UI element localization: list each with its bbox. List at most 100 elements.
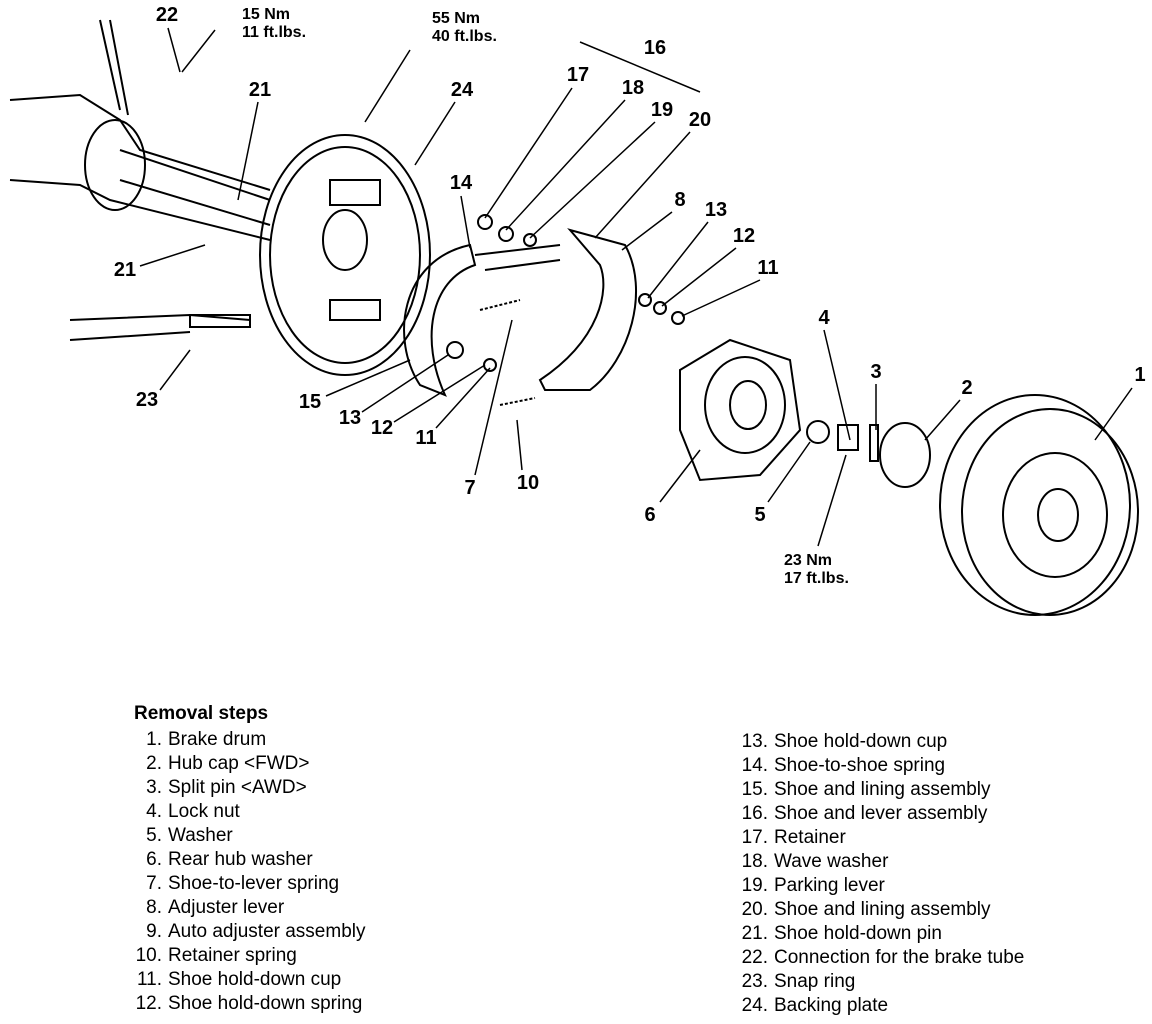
callout-3: 3 [870, 361, 882, 383]
step-number: 9. [146, 921, 162, 942]
removal-step: 4.Lock nut [122, 800, 366, 824]
callout-24: 24 [450, 79, 474, 101]
removal-step: 13.Shoe hold-down cup [728, 730, 1024, 754]
step-number: 10. [135, 945, 162, 966]
callout-22: 22 [155, 4, 179, 26]
step-label: Brake drum [168, 729, 267, 750]
torque-spec-lock-nut: 23 Nm 17 ft.lbs. [784, 552, 849, 588]
removal-step: 20. Shoe and lining assembly [728, 898, 1024, 922]
step-number: 6. [146, 849, 162, 870]
removal-step: 7. Shoe-to-lever spring [122, 872, 366, 896]
callout-10: 10 [516, 472, 540, 494]
callout-13: 13 [704, 199, 728, 221]
step-label: Retainer spring [168, 945, 297, 966]
callout-16: 16 [643, 37, 667, 59]
step-label: Rear hub washer [168, 849, 313, 870]
step-label: Retainer [774, 827, 846, 848]
step-label: Backing plate [774, 995, 889, 1016]
removal-step: 17.Retainer [728, 826, 1024, 850]
brake-shoes [403, 214, 685, 406]
step-number: 5. [146, 825, 162, 846]
torque-nm: 55 Nm [432, 10, 481, 27]
callout-11: 11 [757, 257, 779, 279]
step-label: Washer [168, 825, 233, 846]
removal-step: 5. Washer [122, 824, 366, 848]
removal-steps-left: Removal steps 1. Brake drum 2. Hub cap <FWD… [122, 702, 366, 1016]
removal-step: 10. Retainer spring [122, 944, 366, 968]
removal-step: 16. Shoe and lever assembly [728, 802, 1024, 826]
step-number: 20. [741, 899, 768, 920]
callout-19: 19 [650, 99, 674, 121]
step-number: 12. [135, 993, 162, 1014]
step-number: 3. [146, 777, 162, 798]
removal-step: 14.Shoe-to-shoe spring [728, 754, 1024, 778]
callout-21: 21 [113, 259, 137, 281]
callout-6: 6 [644, 504, 656, 526]
callout-12: 12 [370, 417, 394, 439]
callout-12: 12 [732, 225, 756, 247]
step-label: Connection for the brake tube [774, 947, 1025, 968]
step-number: 8. [146, 897, 162, 918]
removal-step: 22. Connection for the brake tube [728, 946, 1025, 970]
step-label: Shoe and lining assembly [774, 779, 991, 800]
step-label: Hub cap <FWD> [168, 753, 310, 774]
rear-hub [679, 338, 931, 488]
removal-step: 8. Adjuster lever [122, 896, 366, 920]
removal-step: 19. Parking lever [728, 874, 1024, 898]
step-number: 24. [741, 995, 768, 1016]
torque-ftlbs: 11 ft.lbs. [242, 24, 307, 41]
step-label: Shoe hold-down cup [168, 969, 342, 990]
step-number: 4. [146, 801, 162, 822]
removal-step: 3. Split pin <AWD> [122, 776, 366, 800]
step-number: 2. [146, 753, 162, 774]
step-number: 15. [741, 779, 768, 800]
callout-13: 13 [338, 407, 362, 429]
step-label: Adjuster lever [168, 897, 285, 918]
step-label: Shoe and lever assembly [774, 803, 988, 824]
step-number: 1. [146, 729, 162, 750]
step-label: Snap ring [774, 971, 856, 992]
torque-ftlbs: 17 ft.lbs. [784, 570, 849, 587]
step-number: 23. [741, 971, 768, 992]
callout-2: 2 [961, 377, 973, 399]
removal-steps-title: Removal steps [134, 703, 269, 724]
step-number: 13. [741, 731, 768, 752]
step-number: 22. [741, 947, 768, 968]
removal-step: 9.Auto adjuster assembly [122, 920, 365, 944]
callout-7: 7 [464, 477, 476, 499]
removal-step: 23. Snap ring [728, 970, 1024, 994]
callout-4: 4 [818, 307, 830, 329]
step-number: 7. [146, 873, 162, 894]
torque-nm: 23 Nm [784, 552, 833, 569]
step-label: Shoe-to-lever spring [168, 873, 340, 894]
removal-step: 24. Backing plate [728, 994, 1024, 1018]
removal-step: 21.Shoe hold-down pin [728, 922, 1024, 946]
callout-20: 20 [688, 109, 712, 131]
torque-spec-brake-tube: 15 Nm 11 ft.lbs. [242, 6, 306, 42]
step-label: Wave washer [774, 851, 889, 872]
axle-housing [9, 19, 271, 341]
callout-15: 15 [298, 391, 322, 413]
step-number: 18. [741, 851, 768, 872]
step-label: Split pin <AWD> [168, 777, 307, 798]
callout-8: 8 [674, 189, 686, 211]
step-number: 14. [741, 755, 768, 776]
torque-nm: 15 Nm [242, 6, 291, 23]
callout-5: 5 [754, 504, 766, 526]
step-label: Shoe hold-down spring [168, 993, 363, 1014]
callout-23: 23 [135, 389, 159, 411]
step-label: Parking lever [774, 875, 885, 896]
removal-step: 18. Wave washer [728, 850, 1024, 874]
backing-plate [259, 134, 431, 376]
removal-step: 6. Rear hub washer [122, 848, 366, 872]
removal-step: 15. Shoe and lining assembly [728, 778, 1024, 802]
step-number: 19. [741, 875, 768, 896]
removal-step: 12. Shoe hold-down spring [122, 992, 366, 1016]
step-label: Shoe hold-down pin [774, 923, 942, 944]
step-label: Shoe and lining assembly [774, 899, 991, 920]
removal-step: 1. Brake drum [122, 728, 366, 752]
step-number: 16. [741, 803, 768, 824]
callout-1: 1 [1134, 364, 1146, 386]
callout-11: 11 [415, 427, 437, 449]
